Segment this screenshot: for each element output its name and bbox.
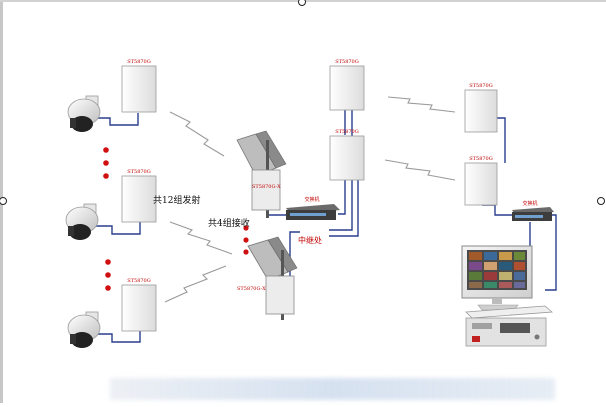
rx-panel-antenna-right-upper: ST5870G xyxy=(464,83,498,133)
panel-model-label: ST5870G xyxy=(335,129,358,135)
panel-model-label: ST5870G-X xyxy=(237,286,266,292)
rx-panel-antenna-2: ST5870G-X xyxy=(237,236,298,320)
signal-1 xyxy=(169,111,225,157)
cable-camera3 xyxy=(96,330,141,343)
signal-3 xyxy=(164,265,227,303)
panel-model-label: ST5870G-X xyxy=(252,184,281,190)
cable-camera2 xyxy=(94,222,141,235)
panel-model-label: ST5870G xyxy=(127,59,150,65)
transmit-group-label: 共12组发射 xyxy=(153,194,200,206)
panel-model-label: ST5870G xyxy=(335,59,358,65)
resize-handle-left[interactable] xyxy=(0,197,7,205)
signal-2 xyxy=(169,221,233,255)
tx-panel-antenna-1: ST5870G xyxy=(121,59,157,113)
rx-panel-antenna-1: ST5870G-X xyxy=(236,130,287,218)
monitor-video-tiles xyxy=(469,252,525,288)
panel-model-label: ST5870G xyxy=(127,278,150,284)
dome-camera-3 xyxy=(67,311,101,348)
panel-model-label: ST5870G xyxy=(469,83,492,89)
dots-upper xyxy=(103,147,109,179)
receive-group-label: 共4组接收 xyxy=(208,217,250,229)
signal-4 xyxy=(387,96,456,113)
dots-lower xyxy=(105,259,111,291)
cable-relay-lower xyxy=(329,180,359,237)
relay-panel-antenna-lower: ST5870G xyxy=(329,129,365,181)
resize-handle-right[interactable] xyxy=(597,197,605,205)
network-switch-relay: 交换机 xyxy=(286,196,340,220)
dots-middle xyxy=(243,225,249,255)
signal-5 xyxy=(384,159,456,181)
relay-panel-antenna-upper: ST5870G xyxy=(329,59,365,111)
tx-panel-antenna-3: ST5870G xyxy=(121,278,157,332)
switch-label: 交换机 xyxy=(522,200,537,207)
wireless-signals xyxy=(164,96,456,303)
tx-panel-antenna-2: ST5870G xyxy=(121,169,157,223)
cable-switch-relay xyxy=(338,180,346,215)
cable-switch-pc xyxy=(545,214,557,291)
dome-camera-2 xyxy=(65,203,99,240)
monitor-workstation xyxy=(461,245,553,347)
blurred-caption-area xyxy=(110,378,555,400)
relay-label: 中继处 xyxy=(298,235,322,245)
switch-label: 交换机 xyxy=(304,196,319,203)
network-switch-monitor: 交换机 xyxy=(512,200,554,221)
rx-panel-antenna-right-lower: ST5870G xyxy=(464,156,498,206)
panel-model-label: ST5870G xyxy=(469,156,492,162)
panel-model-label: ST5870G xyxy=(127,169,150,175)
cable-camera1 xyxy=(96,113,139,126)
resize-handle-top[interactable] xyxy=(298,0,306,6)
dome-camera-1 xyxy=(67,95,101,132)
dvr-display xyxy=(500,323,530,333)
cable-rx3-switch xyxy=(482,204,513,216)
